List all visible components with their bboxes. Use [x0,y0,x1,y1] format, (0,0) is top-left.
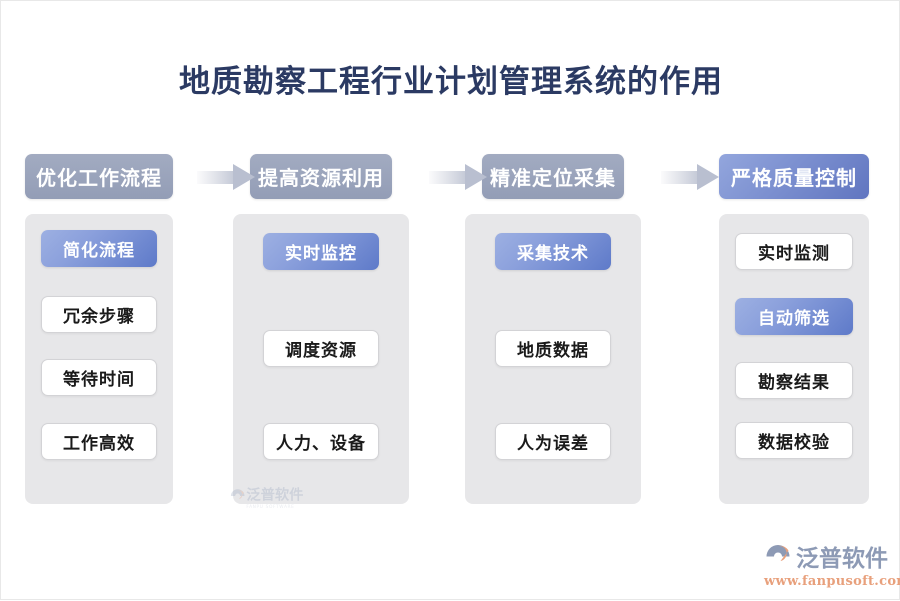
watermark-mark-icon [229,487,246,504]
item-c4-3[interactable]: 勘察结果 [735,362,853,399]
item-c2-1[interactable]: 实时监控 [263,233,379,270]
stage-header-2[interactable]: 提高资源利用 [250,154,392,199]
brand-name: 泛普软件 [796,546,888,572]
stage-header-1[interactable]: 优化工作流程 [25,154,173,199]
item-c2-2[interactable]: 调度资源 [263,330,379,367]
stage-header-4[interactable]: 严格质量控制 [719,154,869,199]
brand-url: www.fanpusoft.com [764,574,900,589]
item-c3-2[interactable]: 地质数据 [495,330,611,367]
watermark-name: 泛普软件 [246,487,304,504]
arrow-3-4-icon [661,164,719,190]
stage-header-3[interactable]: 精准定位采集 [482,154,624,199]
item-c3-3[interactable]: 人为误差 [495,423,611,460]
item-c1-3[interactable]: 等待时间 [41,359,157,396]
arrow-1-2-icon [197,164,255,190]
watermark-sub: FANPU SOFTWARE [246,504,295,510]
item-c4-2[interactable]: 自动筛选 [735,298,853,335]
item-c1-2[interactable]: 冗余步骤 [41,296,157,333]
brand-logo: 泛普软件 www.fanpusoft.com [764,539,900,589]
watermark-logo: 泛普软件 FANPU SOFTWARE [229,483,303,509]
item-c4-4[interactable]: 数据校验 [735,422,853,459]
item-c4-1[interactable]: 实时监测 [735,233,853,270]
item-c1-4[interactable]: 工作高效 [41,423,157,460]
arrow-2-3-icon [429,164,487,190]
item-c3-1[interactable]: 采集技术 [495,233,611,270]
item-c2-3[interactable]: 人力、设备 [263,423,379,460]
item-c1-1[interactable]: 简化流程 [41,230,157,267]
page-title: 地质勘察工程行业计划管理系统的作用 [179,64,723,100]
brand-mark-icon [764,542,792,570]
